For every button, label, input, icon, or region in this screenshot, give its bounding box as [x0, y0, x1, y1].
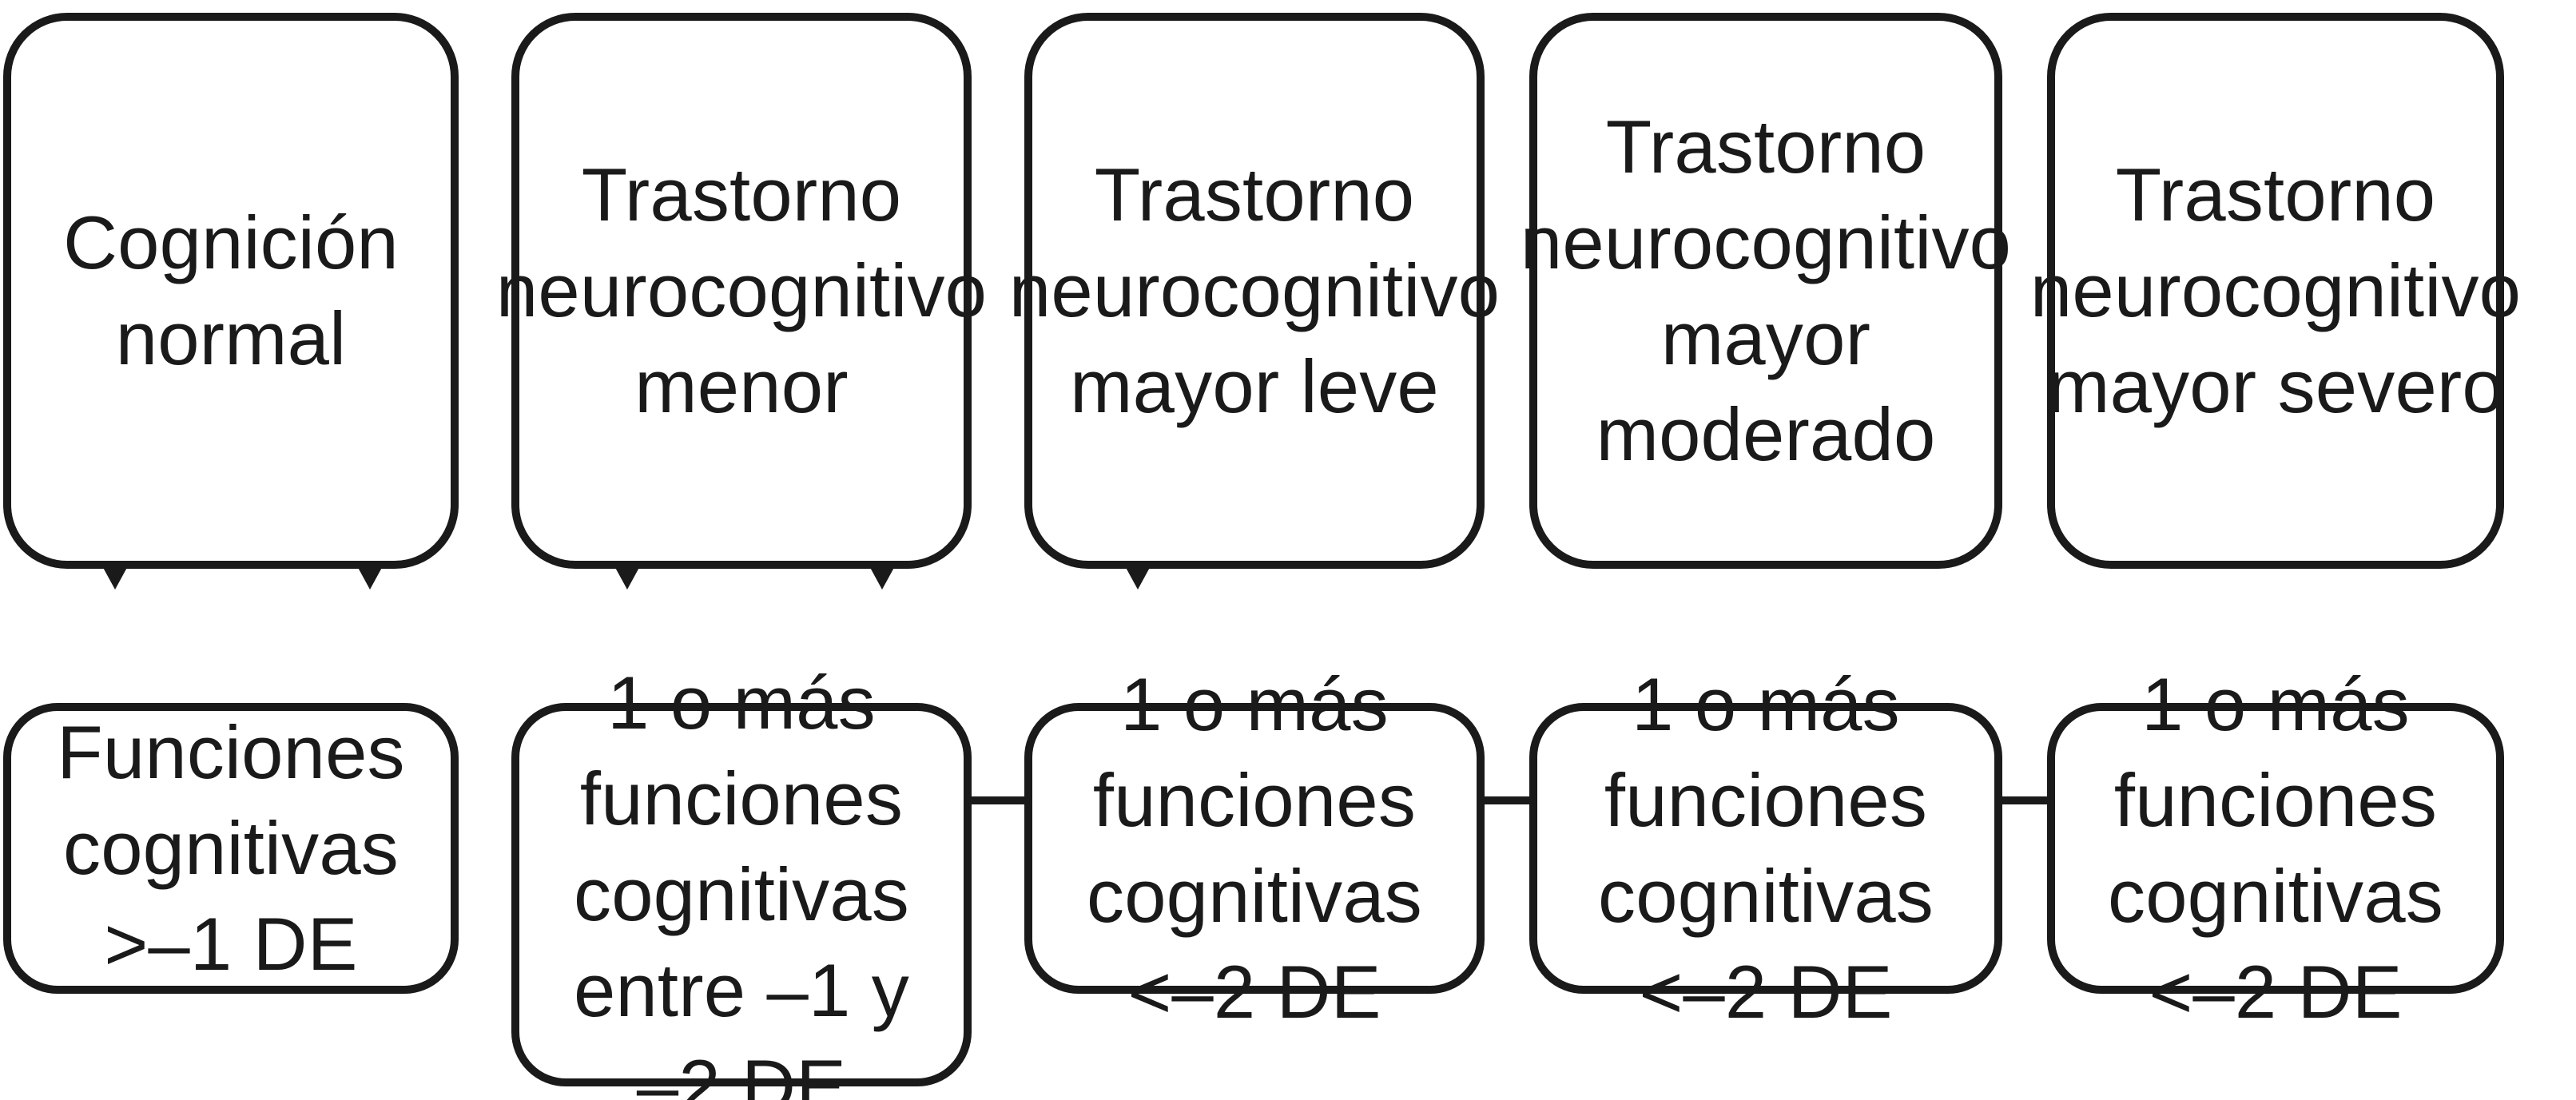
- stage-label-col-1: Cognición normal: [63, 199, 399, 380]
- stage-box-col-1[interactable]: Cognición normal: [3, 13, 459, 569]
- criteria-box-col-1[interactable]: Funciones cognitivas >–1 DE: [3, 703, 459, 994]
- criteria-label-col-3: 1 o más funciones cognitivas <–2 DE: [1087, 661, 1422, 1034]
- stage-label-col-3: Trastorno neurocognitivo mayor leve: [1008, 151, 1501, 429]
- stage-box-col-4[interactable]: Trastorno neurocognitivo mayor moderado: [1521, 13, 2011, 569]
- criteria-label-col-5: 1 o más funciones cognitivas <–2 DE: [2108, 661, 2443, 1034]
- stage-box-col-3[interactable]: Trastorno neurocognitivo mayor leve: [1009, 13, 1500, 569]
- criteria-label-col-4: 1 o más funciones cognitivas <–2 DE: [1598, 661, 1934, 1034]
- criteria-label-col-2: 1 o más funciones cognitivas entre –1 y …: [573, 659, 910, 1100]
- criteria-box-col-2[interactable]: 1 o más funciones cognitivas entre –1 y …: [511, 659, 972, 1100]
- stage-label-col-5: Trastorno neurocognitivo mayor severo: [2029, 151, 2522, 429]
- criteria-box-col-3[interactable]: 1 o más funciones cognitivas <–2 DE: [1024, 661, 1485, 1034]
- criteria-label-col-1: Funciones cognitivas >–1 DE: [57, 709, 405, 987]
- stage-box-col-2[interactable]: Trastorno neurocognitivo menor: [496, 13, 987, 569]
- stage-label-col-2: Trastorno neurocognitivo menor: [495, 151, 988, 429]
- stage-box-col-5[interactable]: Trastorno neurocognitivo mayor severo: [2030, 13, 2521, 569]
- criteria-box-col-4[interactable]: 1 o más funciones cognitivas <–2 DE: [1529, 661, 2002, 1034]
- stage-label-col-4: Trastorno neurocognitivo mayor moderado: [1520, 103, 2012, 477]
- criteria-box-col-5[interactable]: 1 o más funciones cognitivas <–2 DE: [2047, 661, 2504, 1034]
